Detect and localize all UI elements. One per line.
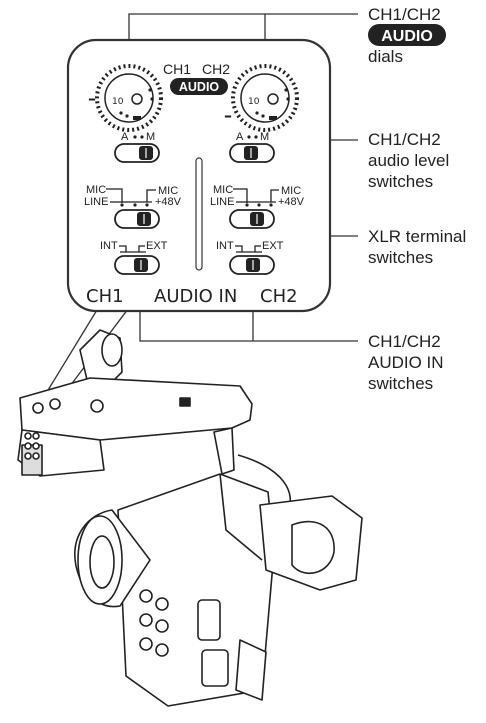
ch2-input-mic: MIC — [213, 184, 233, 196]
ch2-dial-10-mark: 10 — [248, 97, 260, 107]
ch1-dial-label: CH1 — [163, 61, 191, 77]
ch2-dial-minus: – — [224, 106, 232, 125]
ch2-input-mic48-bottom: +48V — [278, 196, 305, 208]
callout-level-switches: CH1/CH2 audio level switches — [368, 129, 449, 192]
ch1-level-a: A — [121, 131, 129, 143]
audio-in-label: AUDIO IN — [154, 286, 237, 307]
callout-dials-badge-spacer — [368, 25, 441, 46]
callout-level-line3: switches — [368, 171, 449, 192]
ch2-level-switch[interactable] — [230, 144, 274, 162]
ch2-audio-dial[interactable]: 10 — [233, 66, 297, 130]
callout-level-line2: audio level — [368, 150, 449, 171]
ch2-bottom-label: CH2 — [260, 286, 298, 307]
ch2-input-line: LINE — [210, 196, 234, 208]
audio-panel: 10 – 10 – CH1 CH2 AUDIO A — [68, 40, 330, 311]
ch1-dial-10-mark: 10 — [112, 97, 124, 107]
ch1-xlr-ext: EXT — [146, 240, 168, 252]
ch1-xlr-switch[interactable] — [115, 256, 159, 274]
ch2-dial-label: CH2 — [202, 61, 230, 77]
ch1-input-mic: MIC — [86, 184, 106, 196]
ch2-xlr-ext: EXT — [262, 240, 284, 252]
ch1-xlr-int: INT — [100, 240, 118, 252]
callout-level-line1: CH1/CH2 — [368, 129, 449, 150]
camera-illustration — [18, 330, 362, 706]
ch1-input-line: LINE — [84, 196, 108, 208]
ch1-audio-dial[interactable]: 10 — [97, 66, 161, 130]
callout-audio-in-switches: CH1/CH2 AUDIO IN switches — [368, 331, 444, 394]
ch1-bottom-label: CH1 — [86, 286, 124, 307]
ch1-dial-minus: – — [88, 89, 96, 108]
callout-audioin-line2: AUDIO IN — [368, 352, 444, 373]
ch2-input-switch[interactable] — [230, 210, 274, 228]
panel-divider — [196, 158, 202, 270]
ch2-xlr-int: INT — [216, 240, 234, 252]
callout-dials: CH1/CH2 dials — [368, 4, 441, 67]
ch1-level-m: M — [146, 131, 155, 143]
audio-badge-label: AUDIO — [179, 80, 220, 94]
callout-dials-line1: CH1/CH2 — [368, 4, 441, 25]
callout-audioin-line3: switches — [368, 373, 444, 394]
ch1-input-mic48-bottom: +48V — [155, 196, 182, 208]
callout-audioin-line1: CH1/CH2 — [368, 331, 444, 352]
callout-xlr-switches: XLR terminal switches — [368, 226, 466, 268]
ch2-level-m: M — [260, 131, 269, 143]
callout-xlr-line2: switches — [368, 247, 466, 268]
ch1-input-switch[interactable] — [115, 210, 159, 228]
ch1-level-switch[interactable] — [115, 144, 159, 162]
ch2-level-a: A — [236, 131, 244, 143]
callout-dials-line3: dials — [368, 46, 441, 67]
callout-xlr-line1: XLR terminal — [368, 226, 466, 247]
ch2-xlr-switch[interactable] — [230, 256, 274, 274]
